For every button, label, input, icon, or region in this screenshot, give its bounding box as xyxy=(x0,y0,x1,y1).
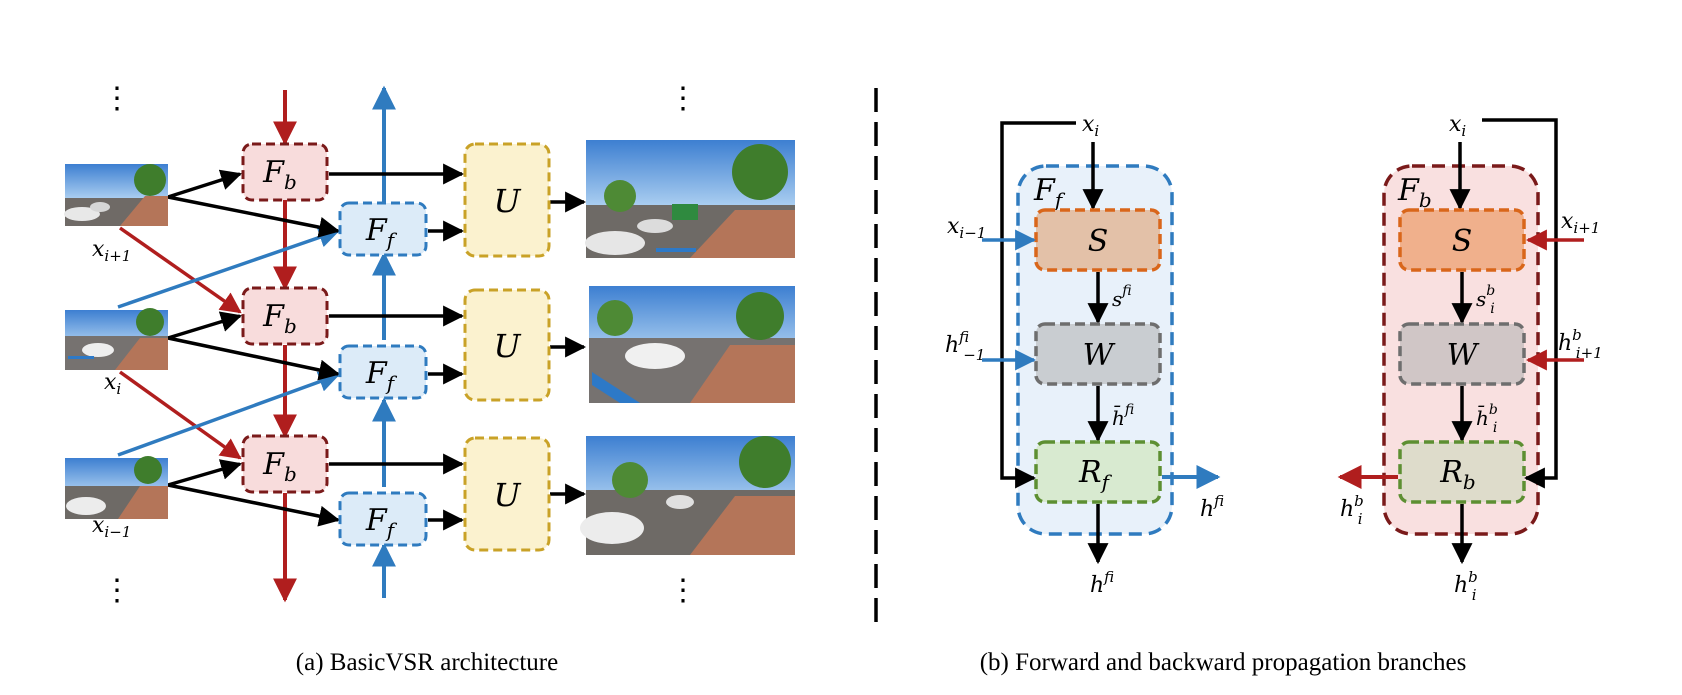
frame-to-ff-diag-1 xyxy=(117,227,340,309)
forward-out-bottom-label: hfi xyxy=(1090,568,1114,598)
forward-s-label: S xyxy=(1088,224,1109,259)
frame-to-fb-diag-1 xyxy=(118,226,242,314)
forward-input-x-i: xi xyxy=(1082,112,1099,140)
panel-a-basicvsr-architecture: ⋮ ⋮ ⋮ ⋮ xyxy=(64,81,795,608)
frame-label-x-i-minus-1: xi−1 xyxy=(92,513,131,541)
backward-input-x-i-plus-1: xi+1 xyxy=(1561,209,1600,237)
backward-r-label: Rb xyxy=(1439,455,1475,494)
svg-text:Fb: Fb xyxy=(262,447,297,486)
vdots-top-right: ⋮ xyxy=(668,81,698,116)
ff-block-3: Ff xyxy=(338,491,428,547)
forward-flow-label: sfi xyxy=(1112,283,1132,311)
output-frame-1 xyxy=(585,140,795,258)
svg-text:U: U xyxy=(494,476,522,514)
ff-block-1: Ff xyxy=(338,201,428,257)
forward-x-to-r-arrow xyxy=(1000,121,1076,489)
svg-text:Fb: Fb xyxy=(262,155,297,194)
frame-to-fb-diag-2 xyxy=(118,370,242,460)
backward-container-label: Fb xyxy=(1397,173,1432,212)
vdots-bottom-right: ⋮ xyxy=(668,573,698,608)
caption-a: (a) BasicVSR architecture xyxy=(296,649,558,676)
frame-feed-arrows xyxy=(167,163,587,531)
upsample-block-1: U xyxy=(463,142,551,258)
upsample-block-2: U xyxy=(463,288,551,402)
fb-block-1: Fb xyxy=(241,142,329,202)
backward-input-x-i: xi xyxy=(1449,112,1466,140)
svg-text:Fb: Fb xyxy=(262,299,297,338)
backward-w-label: W xyxy=(1447,338,1480,373)
backward-s-block xyxy=(1398,208,1526,272)
svg-text:U: U xyxy=(494,182,522,220)
output-frame-2 xyxy=(589,286,795,403)
fb-block-2: Fb xyxy=(241,286,329,346)
vdots-top-left: ⋮ xyxy=(102,81,132,116)
backward-x-to-r-arrow xyxy=(1482,118,1558,489)
caption-b: (b) Forward and backward propagation bra… xyxy=(980,649,1467,676)
input-frame-2 xyxy=(65,308,168,370)
input-frame-3 xyxy=(65,456,168,519)
frame-to-ff-diag-2 xyxy=(117,371,340,457)
forward-input-x-i-minus-1: xi−1 xyxy=(947,214,986,242)
backward-r-block xyxy=(1398,440,1526,504)
backward-s-label: S xyxy=(1452,224,1473,259)
frame-label-x-i: xi xyxy=(104,370,121,398)
forward-out-right-label: hfi xyxy=(1200,492,1224,522)
forward-warped-label: h̄fi xyxy=(1112,402,1134,430)
forward-propagation-branch: Ff xi S xi−1 sfi W hfi−1 h̄fi Rf hfi hfi xyxy=(945,112,1224,598)
fb-block-3: Fb xyxy=(241,434,329,494)
svg-text:U: U xyxy=(494,327,522,365)
output-frame-3 xyxy=(580,436,795,555)
ff-block-2: Ff xyxy=(338,344,428,400)
forward-w-label: W xyxy=(1083,338,1116,373)
vdots-bottom-left: ⋮ xyxy=(102,573,132,608)
frame-label-x-i-plus-1: xi+1 xyxy=(92,237,131,265)
backward-w-block xyxy=(1398,322,1526,386)
input-frame-1 xyxy=(64,164,168,226)
forward-r-block xyxy=(1034,440,1162,504)
upsample-block-3: U xyxy=(463,436,551,552)
